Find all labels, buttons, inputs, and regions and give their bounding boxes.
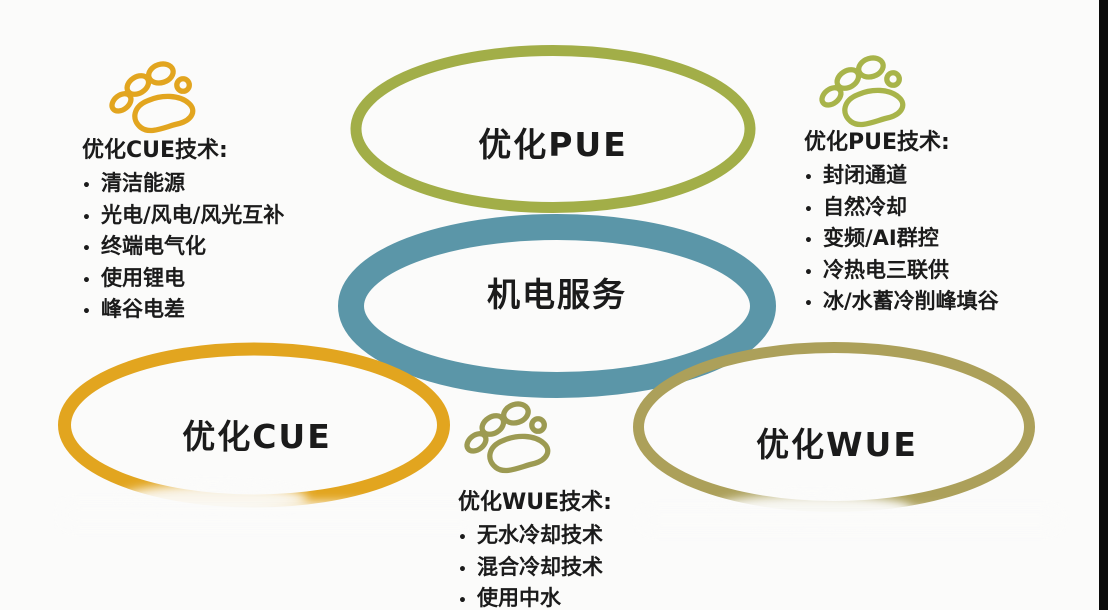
bullet-dot: • (82, 241, 91, 257)
bullet-dot: • (804, 170, 813, 186)
paw-icon (464, 401, 551, 474)
cue-tech-items: • 清洁能源 • 光电/风电/风光互补 • 终端电气化 • 使用锂电 • 峰谷电差 (82, 169, 284, 327)
list-item-label: 光电/风电/风光互补 (100, 202, 285, 227)
paw-icon (109, 61, 196, 134)
list-item-label: 使用锂电 (100, 265, 185, 290)
paw-pad (487, 433, 551, 474)
bullet-dot: • (804, 233, 813, 249)
pue-ellipse-ring (350, 45, 756, 213)
wue-tech-list: 优化WUE技术: • 无水冷却技术 • 混合冷却技术 • 使用中水 (458, 488, 612, 610)
paw-toe (174, 76, 192, 94)
bullet-dot: • (458, 561, 467, 578)
cue-ellipse-label: 优化CUE (182, 417, 332, 456)
list-item: • 光电/风电/风光互补 (82, 201, 284, 233)
wue-ellipse-label: 优化WUE (756, 425, 918, 464)
bullet-dot: • (804, 296, 813, 312)
pue-tech-list-title: 优化PUE技术: (804, 130, 950, 155)
list-item: • 清洁能源 (82, 169, 284, 201)
paw-icon (819, 55, 906, 128)
bullet-dot: • (82, 304, 91, 320)
list-item: • 混合冷却技术 (458, 553, 612, 585)
list-item-label: 变频/AI群控 (822, 226, 939, 250)
list-item-label: 冷热电三联供 (822, 257, 949, 282)
wue-ring-fade-tail (640, 508, 1060, 532)
bullet-dot: • (82, 272, 91, 289)
list-item-label: 封闭通道 (822, 163, 907, 187)
list-item: • 终端电气化 (82, 232, 284, 264)
paw-pad (842, 87, 906, 128)
list-item-label: 自然冷却 (822, 194, 907, 219)
list-item: • 变频/AI群控 (804, 224, 999, 256)
list-item: • 使用锂电 (82, 264, 284, 296)
pue-tech-list: 优化PUE技术: • 封闭通道 • 自然冷却 • 变频/AI群控 • 冷热电三联供 • 冰… (804, 128, 999, 319)
list-item: • 峰谷电差 (82, 295, 284, 327)
wue-tech-items: • 无水冷却技术 • 混合冷却技术 • 使用中水 (458, 521, 612, 610)
paw-pad (132, 93, 196, 134)
paw-toe (501, 401, 531, 426)
bullet-dot: • (82, 178, 91, 194)
list-item: • 封闭通道 (804, 161, 999, 193)
right-edge-bar (1099, 0, 1108, 610)
bullet-dot: • (458, 593, 467, 609)
bullet-dot: • (458, 530, 467, 546)
list-item-label: 峰谷电差 (100, 297, 185, 321)
bullet-dot: • (804, 201, 813, 218)
list-item: • 使用中水 (458, 584, 612, 610)
cue-ring-fade-tail (60, 502, 480, 528)
list-item: • 冷热电三联供 (804, 256, 999, 288)
list-item-label: 终端电气化 (100, 234, 206, 258)
list-item-label: 混合冷却技术 (476, 554, 603, 579)
list-item: • 自然冷却 (804, 193, 999, 225)
list-item-label: 无水冷却技术 (476, 523, 603, 547)
wue-tech-list-title: 优化WUE技术: (458, 490, 612, 515)
paw-toe (529, 416, 547, 434)
pue-tech-items: • 封闭通道 • 自然冷却 • 变频/AI群控 • 冷热电三联供 • 冰/水蓄冷削峰填谷 (804, 161, 999, 319)
bullet-dot: • (804, 264, 813, 281)
paw-toe (146, 61, 176, 86)
bullet-dot: • (82, 209, 91, 226)
hub-ellipse-label: 机电服务 (487, 275, 627, 314)
list-item-label: 使用中水 (476, 586, 561, 610)
list-item-label: 冰/水蓄冷削峰填谷 (822, 289, 999, 313)
cue-tech-list: 优化CUE技术: • 清洁能源 • 光电/风电/风光互补 • 终端电气化 • 使用锂电 … (82, 136, 284, 327)
cue-tech-list-title: 优化CUE技术: (82, 138, 228, 163)
paw-toe (884, 70, 902, 88)
list-item-label: 清洁能源 (100, 171, 185, 195)
list-item: • 冰/水蓄冷削峰填谷 (804, 287, 999, 319)
list-item: • 无水冷却技术 (458, 521, 612, 553)
paw-toe (856, 55, 886, 80)
hub-ellipse-ring (338, 214, 776, 398)
pue-ellipse-label: 优化PUE (478, 125, 628, 164)
